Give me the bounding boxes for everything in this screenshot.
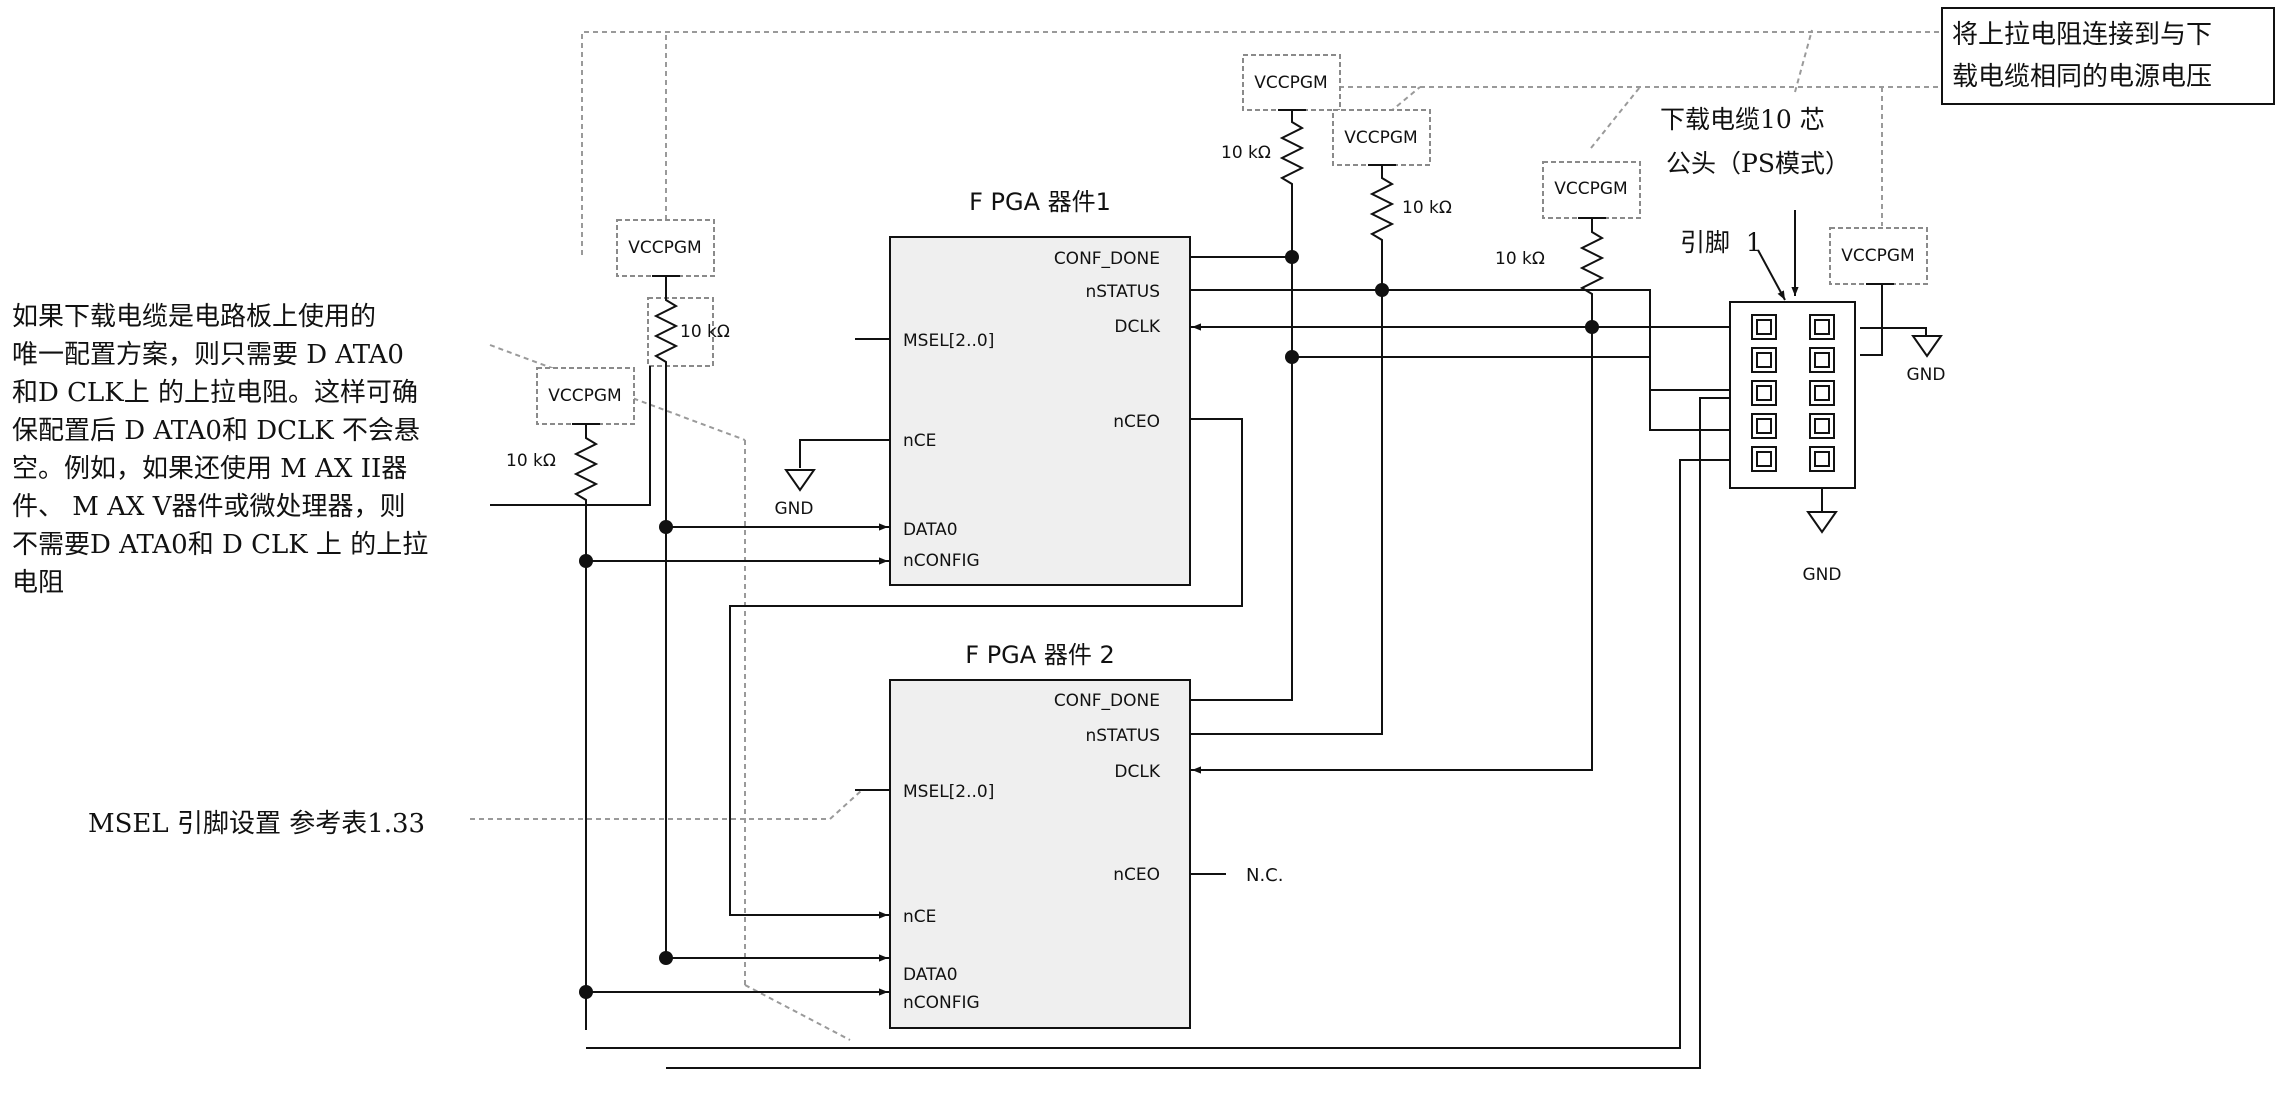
resistor-label: 10 kΩ — [506, 451, 556, 471]
pin-nconfig: nCONFIG — [903, 993, 980, 1013]
left-note-line: 保配置后 D ATA0和 DCLK 不会悬 — [12, 416, 420, 446]
pin-nstatus: nSTATUS — [1085, 726, 1160, 746]
top-right-note-line: 载电缆相同的电源电压 — [1952, 62, 2213, 92]
header-label-line: 公头（PS模式） — [1666, 149, 1850, 178]
vccpgm-labels: VCCPGM VCCPGM VCCPGM VCCPGM VCCPGM VCCPG… — [548, 73, 1914, 406]
resistor-nconfig — [573, 424, 599, 1030]
vccpgm-label: VCCPGM — [1841, 246, 1914, 266]
signal-wires — [490, 256, 1927, 1069]
pin-data0: DATA0 — [903, 520, 958, 540]
pin-conf-done: CONF_DONE — [1054, 249, 1160, 269]
cable-header-box — [1729, 301, 1856, 489]
fpga1-pin-labels: CONF_DONE nSTATUS DCLK nCEO MSEL[2..0] n… — [903, 249, 1161, 571]
pin-dclk: DCLK — [1114, 317, 1160, 337]
header-label-line: 下载电缆10 芯 — [1660, 105, 1825, 134]
msel-note: MSEL 引脚设置 参考表1.33 — [88, 809, 426, 839]
top-right-note: 将上拉电阻连接到与下 载电缆相同的电源电压 — [1952, 14, 2272, 98]
vccpgm-label: VCCPGM — [628, 238, 701, 258]
pin-data0: DATA0 — [903, 965, 958, 985]
pin1-label: 引脚 1 — [1680, 228, 1762, 257]
header-pins — [1751, 314, 1835, 472]
signal-arrows — [800, 210, 1799, 996]
fpga1-box — [889, 236, 1191, 586]
gnd-icon — [1911, 335, 1943, 358]
vccpgm-label: VCCPGM — [548, 386, 621, 406]
left-note-line: 和D CLK上 的上拉电阻。这样可确 — [12, 378, 418, 408]
junction-dots — [579, 250, 1599, 999]
resistor-labels: 10 kΩ 10 kΩ 10 kΩ 10 kΩ 10 kΩ — [506, 143, 1545, 471]
pin-nconfig: nCONFIG — [903, 551, 980, 571]
resistor-conf-done — [1279, 110, 1305, 700]
resistor-label: 10 kΩ — [680, 322, 730, 342]
top-right-note-box — [1941, 7, 2275, 105]
gnd-label: GND — [775, 499, 814, 519]
left-note-line: 空。例如，如果还使用 M AX II器 — [12, 454, 408, 484]
pin-nce: nCE — [903, 431, 936, 451]
pin-conf-done: CONF_DONE — [1054, 691, 1160, 711]
fpga2-title: F PGA 器件 2 — [965, 641, 1114, 669]
vccpgm-label: VCCPGM — [1254, 73, 1327, 93]
left-note-line: 件、 M AX V器件或微处理器，则 — [12, 492, 406, 522]
gnd-label: GND — [1907, 365, 1946, 385]
header-label: 下载电缆10 芯 公头（PS模式） — [1660, 98, 1850, 186]
fpga2-pin-labels: CONF_DONE nSTATUS DCLK nCEO MSEL[2..0] n… — [903, 691, 1161, 1013]
vccpgm-label: VCCPGM — [1554, 179, 1627, 199]
resistor-label: 10 kΩ — [1221, 143, 1271, 163]
fpga2-box — [889, 679, 1191, 1029]
resistor-label: 10 kΩ — [1495, 249, 1545, 269]
top-right-note-line: 将上拉电阻连接到与下 — [1952, 20, 2213, 50]
resistor-data0 — [653, 276, 679, 527]
left-note-line: 电阻 — [12, 568, 65, 598]
vccpgm-boxes — [536, 54, 1928, 425]
gnd-label: GND — [1803, 565, 1842, 585]
left-note-line: 如果下载电缆是电路板上使用的 — [12, 302, 377, 332]
left-note-line: 不需要D ATA0和 D CLK 上 的上拉 — [12, 530, 429, 560]
pin-msel: MSEL[2..0] — [903, 782, 994, 802]
gnd-symbols — [784, 335, 1943, 534]
pin-nce: nCE — [903, 907, 936, 927]
gnd-labels: GND GND GND — [775, 365, 1946, 585]
fpga1-title: F PGA 器件1 — [969, 188, 1111, 216]
pin-msel: MSEL[2..0] — [903, 331, 994, 351]
nc-label: N.C. — [1246, 865, 1283, 886]
gnd-icon — [784, 469, 816, 492]
resistor-label: 10 kΩ — [1402, 198, 1452, 218]
resistor-nstatus — [1369, 165, 1395, 734]
pin-nceo: nCEO — [1113, 865, 1160, 885]
gnd-icon — [1806, 511, 1838, 534]
pin-dclk: DCLK — [1114, 762, 1160, 782]
pin-nceo: nCEO — [1113, 412, 1160, 432]
pin-nstatus: nSTATUS — [1085, 282, 1160, 302]
left-note: 如果下载电缆是电路板上使用的 唯一配置方案，则只需要 D ATA0 和D CLK… — [12, 298, 482, 602]
vccpgm-label: VCCPGM — [1344, 128, 1417, 148]
left-note-line: 唯一配置方案，则只需要 D ATA0 — [12, 340, 404, 370]
